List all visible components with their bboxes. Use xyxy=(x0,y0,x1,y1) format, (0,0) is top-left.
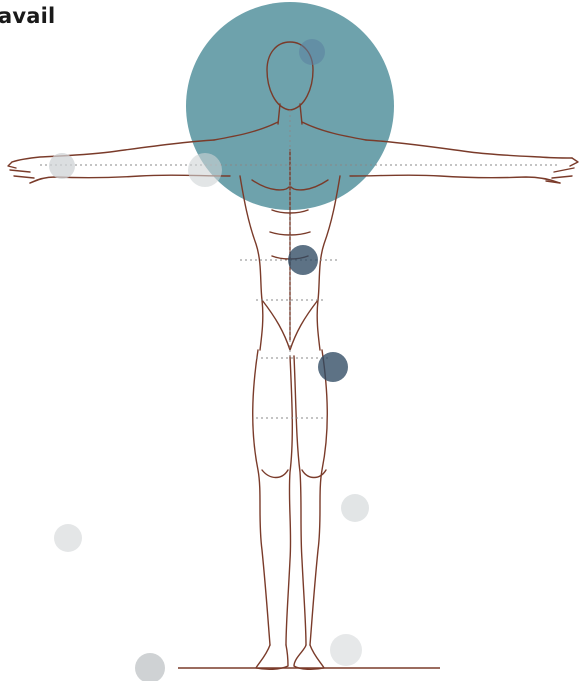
floor-marker xyxy=(135,653,165,681)
abdomen-marker xyxy=(288,245,318,275)
left-hand-marker xyxy=(49,153,75,179)
knee-marker xyxy=(341,494,369,522)
floating-marker xyxy=(54,524,82,552)
face-marker xyxy=(299,39,325,65)
left-elbow-marker xyxy=(188,153,222,187)
thigh-marker xyxy=(318,352,348,382)
ankle-marker xyxy=(330,634,362,666)
